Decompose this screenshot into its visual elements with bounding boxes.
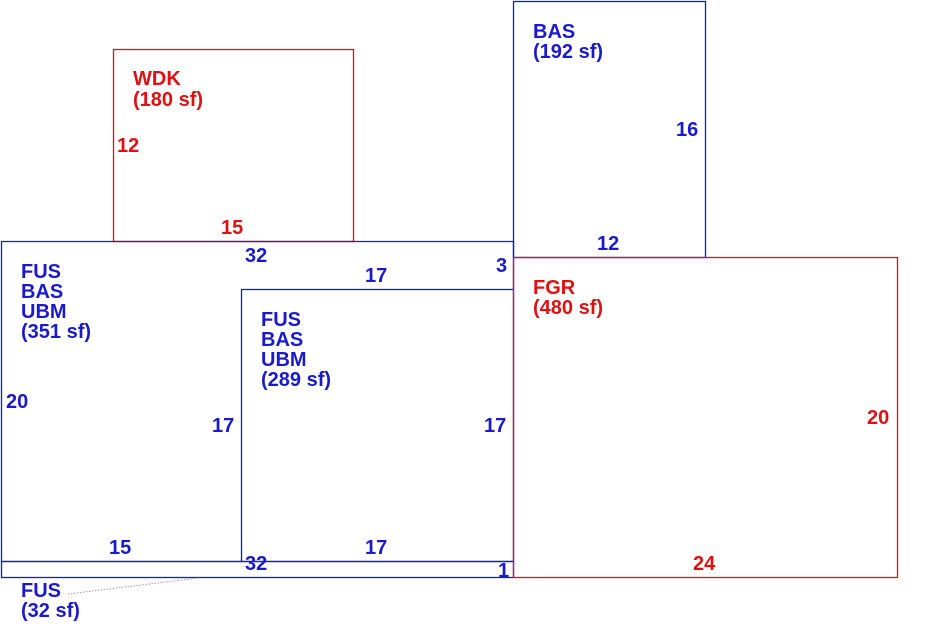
bas-top-code-label: BAS bbox=[533, 21, 575, 43]
fus-strip-code-label: FUS bbox=[21, 580, 61, 602]
bas-top-bottom-dimension: 12 bbox=[597, 233, 619, 255]
step-dimension: 3 bbox=[496, 255, 507, 277]
strip-length-dimension: 32 bbox=[245, 553, 267, 575]
mid-bottom-dimension: 17 bbox=[365, 537, 387, 559]
main-left-code-2: BAS bbox=[21, 281, 63, 303]
main-left-code-3: UBM bbox=[21, 301, 67, 323]
bas-top-side-dimension: 16 bbox=[676, 119, 698, 141]
fus-strip-area-label: (32 sf) bbox=[21, 600, 80, 622]
main-left-code-1: FUS bbox=[21, 261, 61, 283]
main-left-area-label: (351 sf) bbox=[21, 321, 91, 343]
wdk-code-label: WDK bbox=[133, 68, 181, 90]
left-side-dimension: 20 bbox=[6, 391, 28, 413]
main-mid-code-2: BAS bbox=[261, 329, 303, 351]
fgr-outline bbox=[512, 256, 899, 579]
mid-left-side-dimension: 17 bbox=[212, 415, 234, 437]
main-mid-code-1: FUS bbox=[261, 309, 301, 331]
fus-strip-leader bbox=[67, 577, 199, 595]
bas-top-area-label: (192 sf) bbox=[533, 41, 603, 63]
fgr-area-label: (480 sf) bbox=[533, 297, 603, 319]
fgr-side-dimension: 20 bbox=[867, 407, 889, 429]
fgr-bottom-dimension: 24 bbox=[693, 553, 716, 575]
strip-end-dimension: 1 bbox=[498, 560, 509, 582]
main-top-dimension: 32 bbox=[245, 245, 267, 267]
wdk-side-dimension: 12 bbox=[117, 135, 139, 157]
main-mid-code-3: UBM bbox=[261, 349, 307, 371]
wdk-bottom-dimension: 15 bbox=[221, 217, 243, 239]
left-bottom-dimension: 15 bbox=[109, 537, 131, 559]
main-mid-area-label: (289 sf) bbox=[261, 369, 331, 391]
fgr-code-label: FGR bbox=[533, 277, 576, 299]
mid-right-side-dimension: 17 bbox=[484, 415, 506, 437]
wdk-area-label: (180 sf) bbox=[133, 89, 203, 111]
mid-top-dimension: 17 bbox=[365, 265, 387, 287]
